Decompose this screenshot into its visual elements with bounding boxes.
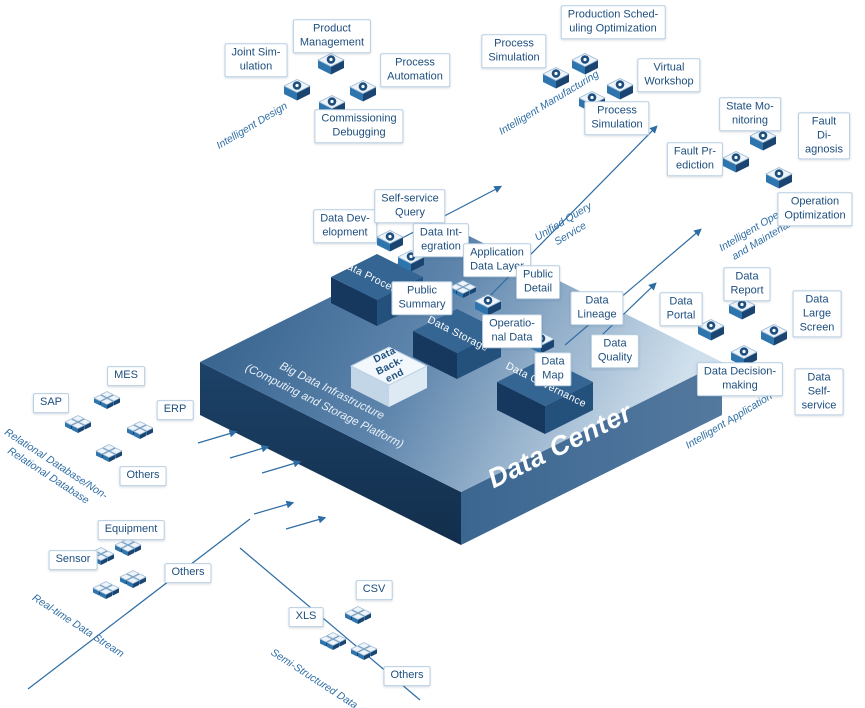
virtual-workshop-icon	[606, 78, 634, 100]
equipment-icon	[114, 538, 142, 556]
xls-icon	[319, 632, 347, 650]
database-input-arrow-3	[261, 459, 302, 474]
state-monitoring-icon	[749, 129, 777, 151]
database-input-arrow-1	[197, 429, 238, 444]
realtime-input-arrow-2	[285, 515, 327, 530]
data-backend-box	[349, 346, 429, 407]
others-databases-icon	[95, 444, 123, 462]
realtime-icon-4	[92, 581, 120, 599]
data-report-icon	[728, 298, 756, 320]
product-management-icon	[317, 53, 345, 75]
fault-prediction-icon	[722, 151, 750, 173]
platform-right-face	[461, 362, 722, 545]
commissioning-debugging-icon	[318, 95, 346, 117]
platform	[200, 232, 722, 545]
data-large-screen-icon	[760, 324, 788, 346]
data-development-icon	[376, 230, 404, 252]
realtime-icon-3	[119, 570, 147, 588]
erp-icon	[126, 421, 154, 439]
data-decision-icon	[730, 345, 758, 367]
joint-simulation-icon	[283, 79, 311, 101]
production-scheduling-icon	[571, 53, 599, 75]
public-detail-icon	[474, 294, 502, 316]
realtime-line	[27, 518, 251, 690]
semi-structured-line	[239, 547, 421, 701]
sap-icon	[64, 415, 92, 433]
process-simulation-a-icon	[542, 67, 570, 89]
process-automation-icon	[349, 80, 377, 102]
application-output-arrow	[600, 282, 657, 337]
mes-icon	[93, 391, 121, 409]
others-semi-icon	[350, 642, 378, 660]
process-simulation-b-icon	[578, 91, 606, 113]
database-input-arrow-2	[229, 444, 270, 459]
operation-maintenance-line	[564, 228, 702, 346]
platform-left-face	[200, 362, 461, 545]
realtime-input-arrow-1	[253, 500, 295, 515]
sensor-icon	[87, 547, 115, 565]
fault-diagnosis-icon	[765, 167, 793, 189]
data-portal-icon	[697, 319, 725, 341]
csv-icon	[344, 606, 372, 624]
unified-query-line	[477, 125, 658, 309]
